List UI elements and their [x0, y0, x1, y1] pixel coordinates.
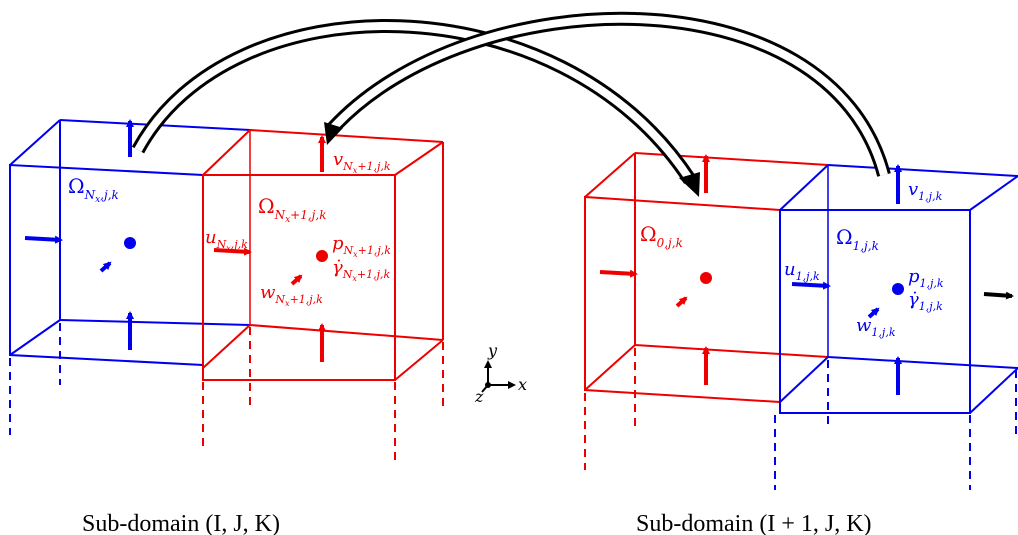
w-velocity-label: w1,j,k	[856, 315, 896, 339]
z-velocity-arrow	[99, 261, 112, 273]
v-velocity-label: vNx+1,j,k	[333, 149, 391, 175]
pressure-node	[700, 272, 712, 284]
omega-label: Ω0,j,k	[640, 222, 683, 250]
velocity-arrow	[213, 247, 252, 256]
z-velocity-arrow	[290, 274, 303, 286]
shear-rate-label: γ̇1,j,k	[908, 289, 943, 313]
w-velocity-label: wNx+1,j,k	[260, 282, 323, 308]
exchange-arrow-left-to-right	[131, 19, 700, 197]
right-blue-cell	[774, 164, 1018, 490]
pressure-label: p1,j,k	[908, 266, 944, 290]
omega-label: ΩNx+1,j,k	[258, 194, 326, 225]
omega-label: ΩNx,j,k	[68, 174, 119, 205]
u-velocity-label: u1,j,k	[784, 259, 820, 283]
pressure-node	[124, 237, 136, 249]
boundary-velocity-arrow	[983, 291, 1014, 300]
x-axis-label: x	[518, 375, 527, 394]
right-subdomain-caption: Sub-domain (I + 1, J, K)	[636, 511, 872, 535]
right-red-cell	[584, 152, 829, 470]
left-subdomain: ΩNx,j,k ΩNx+1,j,k uNx,j,k vNx+1,j,k pNx+…	[9, 119, 444, 460]
pressure-node	[316, 250, 328, 262]
z-velocity-arrow	[867, 307, 880, 319]
exchange-arrow-right-to-left	[324, 11, 891, 177]
left-subdomain-caption: Sub-domain (I, J, K)	[82, 511, 280, 535]
pressure-node	[892, 283, 904, 295]
left-blue-cell	[9, 119, 251, 435]
omega-label: Ω1,j,k	[836, 225, 879, 253]
y-axis-label: y	[487, 341, 498, 360]
v-velocity-label: v1,j,k	[908, 179, 943, 203]
shear-rate-label: γ̇Nx+1,j,k	[332, 257, 391, 283]
right-subdomain: Ω0,j,k Ω1,j,k u1,j,k v1,j,k p1,j,k γ̇1,j…	[584, 152, 1018, 490]
velocity-arrow	[791, 281, 831, 290]
z-axis-label: z	[474, 387, 484, 406]
velocity-arrow	[24, 235, 63, 244]
pressure-label: pNx+1,j,k	[332, 233, 391, 259]
axes-triad: x y z	[474, 341, 527, 406]
left-red-cell	[202, 129, 444, 460]
z-velocity-arrow	[675, 296, 688, 308]
velocity-arrow	[599, 269, 638, 278]
u-velocity-label: uNx,j,k	[205, 227, 248, 253]
